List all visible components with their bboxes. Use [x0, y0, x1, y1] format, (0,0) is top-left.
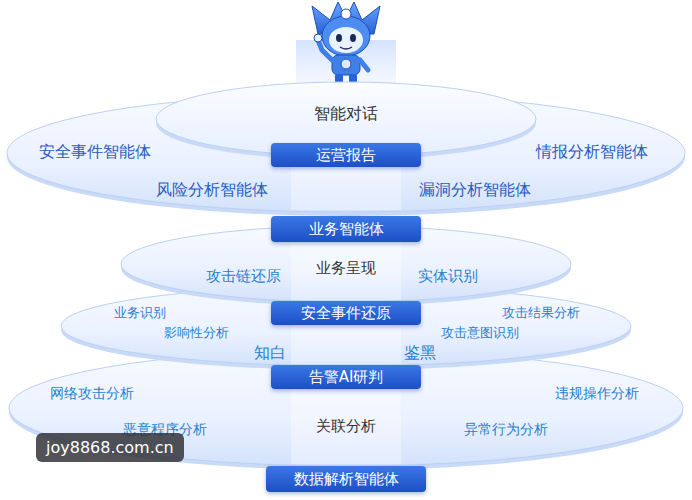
agent-label: 影响性分析 — [164, 325, 229, 341]
layer-tab: 安全事件还原 — [271, 301, 421, 325]
agent-label: 情报分析智能体 — [536, 142, 648, 161]
beam-highlight — [291, 352, 401, 464]
agent-label: 风险分析智能体 — [156, 180, 268, 199]
agent-label: 业务识别 — [114, 305, 166, 321]
agent-label: 攻击意图识别 — [441, 325, 519, 341]
layer-tab: 数据解析智能体 — [266, 466, 426, 492]
agent-label: 知白 — [254, 343, 286, 362]
beam-highlight — [291, 228, 401, 300]
agent-label: 业务呈现 — [316, 259, 376, 277]
tab-label: 安全事件还原 — [301, 304, 391, 322]
watermark: joy8868.com.cn — [36, 433, 184, 462]
agent-label: 攻击结果分析 — [502, 305, 580, 321]
agent-label: 智能对话 — [314, 104, 378, 123]
tab-label: 告警AI研判 — [309, 368, 384, 386]
layer-disc: 安全事件智能体情报分析智能体风险分析智能体漏洞分析智能体智能对话运营报告业务智能… — [6, 92, 686, 216]
agent-label: 违规操作分析 — [555, 385, 639, 402]
agent-label: 实体识别 — [418, 267, 478, 285]
layer-disc: 智能对话运营报告 — [155, 80, 537, 160]
agent-label: 安全事件智能体 — [39, 142, 151, 161]
agent-label: 网络攻击分析 — [50, 385, 134, 402]
agent-label: 异常行为分析 — [464, 421, 548, 438]
beam-highlight — [291, 288, 401, 364]
agent-label: 关联分析 — [316, 417, 376, 435]
disc-face — [7, 94, 685, 212]
disc-face — [61, 286, 631, 366]
agent-label: 鉴黑 — [404, 343, 436, 362]
agent-label: 攻击链还原 — [206, 267, 281, 285]
layer-tab: 业务智能体 — [271, 216, 421, 242]
mascot — [312, 2, 380, 83]
disc-face — [9, 350, 683, 466]
layer-tab: 告警AI研判 — [271, 365, 421, 389]
disc-face — [121, 226, 571, 302]
tab-label: 运营报告 — [316, 146, 376, 164]
tab-label: 业务智能体 — [309, 220, 384, 238]
layer-tab: 运营报告 — [271, 143, 421, 167]
agent-label: 漏洞分析智能体 — [419, 180, 531, 199]
tab-label: 数据解析智能体 — [294, 470, 399, 488]
